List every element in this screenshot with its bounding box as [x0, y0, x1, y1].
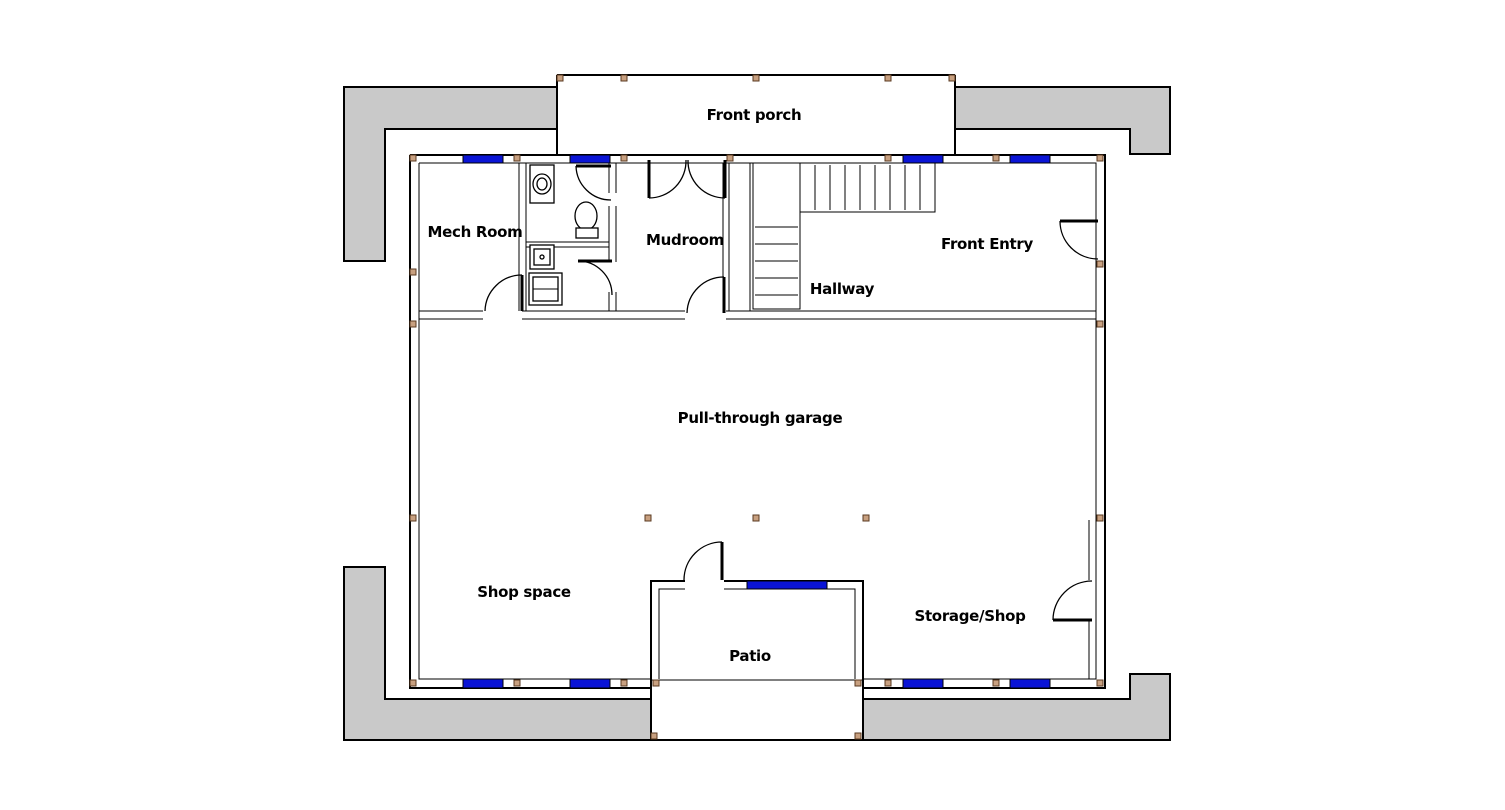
label-mudroom: Mudroom — [646, 231, 724, 249]
post — [1096, 154, 1104, 162]
washer-icon — [528, 272, 563, 306]
door-swing-icon — [1059, 219, 1099, 260]
door-swing-icon — [647, 159, 727, 199]
room-labels: Front porch Mech Room Mudroom Front Entr… — [428, 106, 1034, 665]
door-swing-icon — [575, 164, 612, 201]
post — [650, 732, 658, 740]
post — [862, 514, 870, 522]
post — [884, 74, 892, 82]
window — [746, 580, 828, 590]
post — [992, 679, 1000, 687]
stair-icon — [752, 163, 936, 310]
window — [462, 154, 504, 164]
doors — [484, 159, 1099, 622]
patio — [650, 679, 864, 741]
door-swing-icon — [1052, 580, 1093, 622]
post — [620, 679, 628, 687]
label-front-entry: Front Entry — [941, 235, 1034, 253]
post — [409, 320, 417, 328]
posts — [409, 74, 1104, 740]
post — [1096, 260, 1104, 268]
label-garage: Pull-through garage — [678, 409, 843, 427]
post — [513, 679, 521, 687]
sink-icon-lower — [529, 244, 555, 270]
post — [1096, 320, 1104, 328]
door-swing-icon — [686, 276, 726, 314]
label-hallway: Hallway — [810, 280, 875, 298]
post — [948, 74, 956, 82]
window — [462, 678, 504, 689]
post — [620, 154, 628, 162]
post — [409, 154, 417, 162]
post — [726, 154, 734, 162]
post — [409, 514, 417, 522]
post — [556, 74, 564, 82]
post — [644, 514, 652, 522]
window — [902, 154, 944, 164]
post — [884, 154, 892, 162]
post — [992, 154, 1000, 162]
post — [513, 154, 521, 162]
door-swing-icon — [683, 541, 724, 581]
post — [1096, 679, 1104, 687]
patio-walls — [650, 580, 864, 688]
post — [409, 268, 417, 276]
window — [569, 154, 611, 164]
window — [902, 678, 944, 689]
post — [884, 679, 892, 687]
windows — [462, 154, 1051, 689]
bathroom-fixtures — [528, 164, 599, 306]
label-mech-room: Mech Room — [428, 223, 523, 241]
label-shop-space: Shop space — [477, 583, 571, 601]
label-front-porch: Front porch — [707, 106, 802, 124]
interior-walls — [419, 163, 1097, 679]
window — [569, 678, 611, 689]
post — [620, 74, 628, 82]
label-storage-shop: Storage/Shop — [914, 607, 1026, 625]
window — [1009, 154, 1051, 164]
post — [752, 74, 760, 82]
retaining-walls — [343, 86, 1171, 741]
door-swing-icon — [484, 274, 524, 312]
retaining-wall-top-right — [954, 86, 1171, 155]
post — [1096, 514, 1104, 522]
toilet-icon — [574, 201, 599, 239]
label-patio: Patio — [729, 647, 771, 665]
door-swing-icon — [577, 259, 613, 296]
post — [752, 514, 760, 522]
window — [1009, 678, 1051, 689]
post — [652, 679, 660, 687]
post — [409, 679, 417, 687]
sink-icon — [529, 164, 555, 204]
post — [854, 679, 862, 687]
post — [854, 732, 862, 740]
